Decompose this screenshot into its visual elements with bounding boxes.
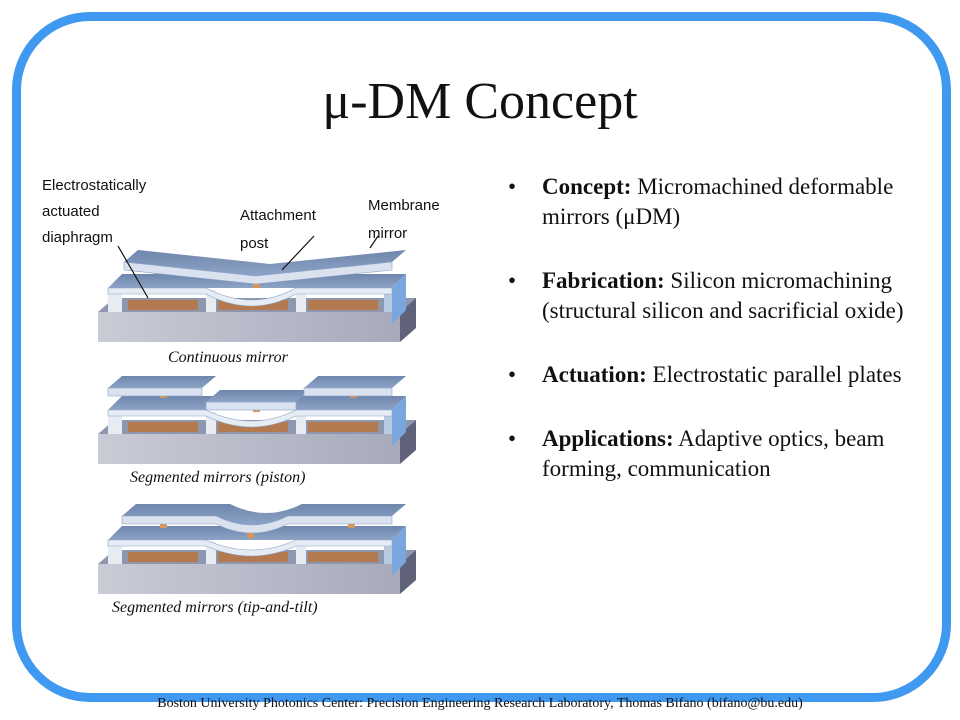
leader-line xyxy=(281,235,315,271)
continuous-mirror-device: Electrostatically actuated diaphragm Att… xyxy=(42,177,440,366)
bullet-applications: • Applications: Adaptive optics, beam for… xyxy=(508,424,908,484)
diaphragm-side xyxy=(392,396,406,446)
diaphragm-side xyxy=(392,526,406,576)
diaphragm-label-line: diaphragm xyxy=(42,229,113,246)
bullet-head: Actuation: xyxy=(542,362,647,387)
actuator-post xyxy=(108,412,122,434)
post-label: Attachment post xyxy=(240,207,320,252)
piston-mirror-device: Segmented mirrors (piston) xyxy=(98,376,416,486)
bullet-head: Concept: xyxy=(542,174,632,199)
bullet-actuation: • Actuation: Electrostatic parallel plate… xyxy=(508,360,908,390)
mirror-segment-top xyxy=(206,390,310,402)
actuator-post xyxy=(206,412,216,434)
mirror-segment-front xyxy=(303,387,393,397)
membrane-mirror-top xyxy=(124,250,406,276)
bullet-dot: • xyxy=(508,174,517,199)
actuator-post xyxy=(206,290,216,312)
bullet-fabrication: • Fabrication: Silicon micromachining (st… xyxy=(508,266,908,326)
electrode xyxy=(308,552,378,562)
tilted-mirror-front xyxy=(121,515,393,534)
bullet-dot: • xyxy=(508,362,517,387)
substrate-front xyxy=(98,434,400,464)
bullet-concept: • Concept: Micromachined deformable mirro… xyxy=(508,172,908,232)
actuator-post xyxy=(296,290,306,312)
leader-line xyxy=(117,245,149,299)
bullet-dot: • xyxy=(508,426,517,451)
bullet-dot: • xyxy=(508,268,517,293)
membrane-label-line: mirror xyxy=(368,225,407,242)
mirror-segment-front xyxy=(205,401,297,411)
slide-title: μ-DM Concept xyxy=(322,73,638,130)
bullet-text: Silicon micromachining (structural silic… xyxy=(542,268,904,323)
electrode xyxy=(308,300,378,310)
post-label-line: Attachment xyxy=(240,207,317,224)
mirror-segment-top xyxy=(108,376,216,388)
diaphragm-label: Electrostatically actuated diaphragm xyxy=(42,177,150,246)
slide-footer: Boston University Photonics Center: Prec… xyxy=(157,696,803,711)
electrode xyxy=(128,552,198,562)
actuator-post xyxy=(296,542,306,564)
diaphragm-label-line: Electrostatically xyxy=(42,177,147,194)
membrane-mirror-front xyxy=(123,261,393,285)
caption-piston: Segmented mirrors (piston) xyxy=(130,469,305,486)
caption-tiptilt: Segmented mirrors (tip-and-tilt) xyxy=(112,599,318,616)
diaphragm-side xyxy=(392,274,406,324)
electrode xyxy=(128,422,198,432)
bullet-text: Adaptive optics, beam forming, communica… xyxy=(542,426,885,481)
actuator-post xyxy=(206,542,216,564)
membrane-label: Membrane mirror xyxy=(368,197,440,242)
membrane-label-line: Membrane xyxy=(368,197,440,214)
actuator-post xyxy=(108,542,122,564)
udm-diagram: Electrostatically actuated diaphragm Att… xyxy=(42,177,440,616)
bullet-head: Fabrication: xyxy=(542,268,665,293)
caption-continuous: Continuous mirror xyxy=(168,349,289,366)
bullet-text: Micromachined deformable mirrors (μDM) xyxy=(542,174,894,229)
actuator-post xyxy=(296,412,306,434)
bullet-text: Electrostatic parallel plates xyxy=(646,362,902,387)
post-label-line: post xyxy=(240,235,269,252)
tilted-mirror-top xyxy=(122,504,406,525)
actuator-post xyxy=(108,290,122,312)
mirror-segment-top xyxy=(304,376,406,388)
electrode xyxy=(128,300,198,310)
bullet-head: Applications: xyxy=(542,426,674,451)
bullet-list: • Concept: Micromachined deformable mirro… xyxy=(508,172,908,518)
substrate-front xyxy=(98,564,400,594)
leader-line xyxy=(369,235,379,249)
electrode xyxy=(308,422,378,432)
diaphragm-label-line: actuated xyxy=(42,203,100,220)
electrode xyxy=(218,552,288,562)
substrate-front xyxy=(98,312,400,342)
mirror-segment-front xyxy=(107,387,203,397)
tiptilt-mirror-device: Segmented mirrors (tip-and-tilt) xyxy=(98,504,416,616)
